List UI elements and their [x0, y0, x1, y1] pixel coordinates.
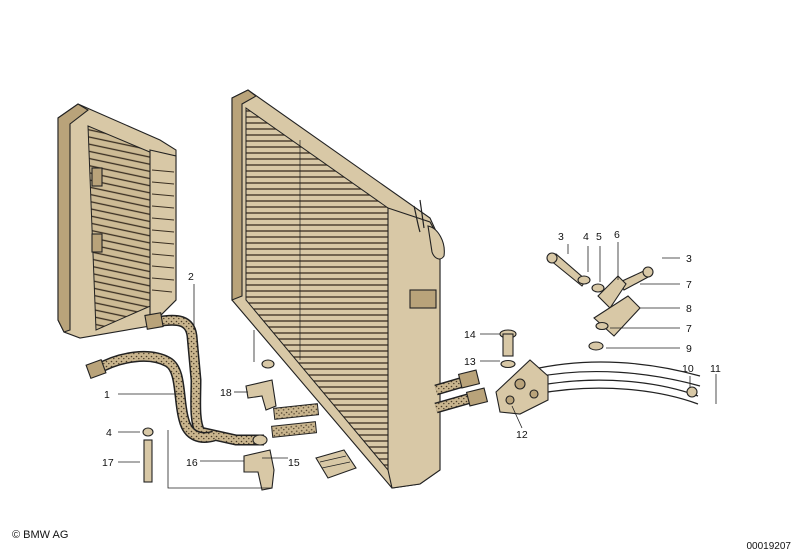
callout-18: 18: [220, 387, 232, 399]
callout-8: 8: [686, 303, 692, 315]
copyright-notice: © BMW AG: [12, 529, 69, 541]
callout-15: 15: [288, 457, 300, 469]
callout-7: 7: [686, 323, 692, 335]
callout-12: 12: [516, 429, 528, 441]
oil-cooler: [57, 103, 177, 339]
mounting-bracket-12: [495, 359, 549, 415]
callout-4: 4: [106, 427, 112, 439]
callout-7: 7: [686, 279, 692, 291]
callout-4: 4: [583, 231, 589, 243]
callout-1: 1: [104, 389, 110, 401]
callout-10: 10: [682, 363, 694, 375]
bolt-17: [142, 427, 154, 483]
callout-17: 17: [102, 457, 114, 469]
callout-16: 16: [186, 457, 198, 469]
callout-5: 5: [596, 231, 602, 243]
bolt-14: [499, 329, 517, 357]
callout-14: 14: [464, 329, 476, 341]
grommet: [261, 359, 275, 369]
callout-2: 2: [188, 271, 194, 283]
fitting-10: [686, 386, 698, 398]
radiator-tank-plate: [409, 289, 437, 309]
washer-13: [500, 359, 516, 369]
callout-11: 11: [710, 363, 721, 375]
cooler-side-fins: [151, 169, 175, 293]
callout-labels: 1 2 3 3 4 4 5 6 7 7 8 9 10 11 12 13 14 1…: [102, 229, 721, 469]
hose-clamp: [315, 449, 357, 479]
callout-3: 3: [686, 253, 692, 265]
upper-right-hardware: [546, 252, 654, 351]
oil-hoses: [85, 312, 701, 446]
callout-9: 9: [686, 343, 692, 355]
callout-3: 3: [558, 231, 564, 243]
bracket-16: [243, 434, 275, 491]
bracket-18: [245, 379, 277, 411]
leader-lines: [118, 242, 717, 489]
callout-13: 13: [464, 356, 476, 368]
radiator: [231, 89, 445, 489]
diagram-reference-number: 00019207: [746, 541, 792, 552]
callout-6: 6: [614, 229, 620, 241]
